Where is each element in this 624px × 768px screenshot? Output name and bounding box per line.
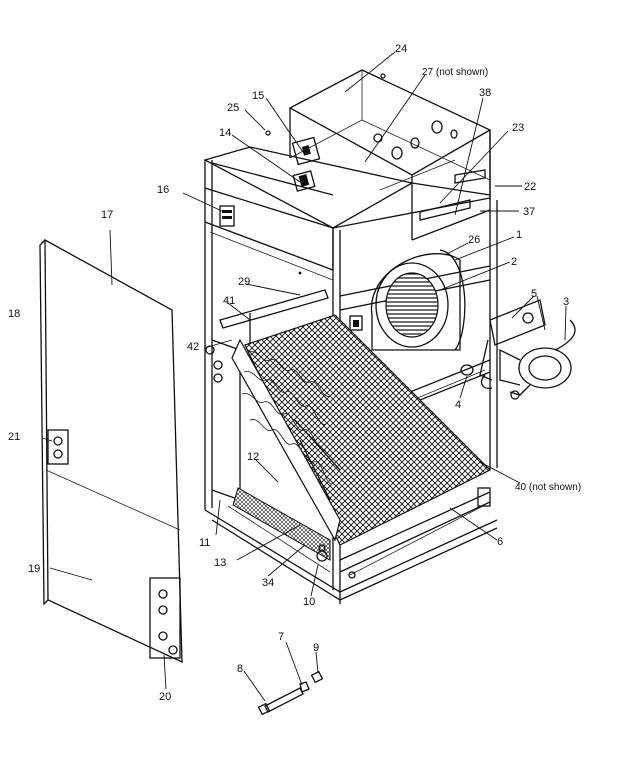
callout-38: 38 [479,87,491,99]
callout-23: 23 [512,122,524,134]
door-panel [39,238,183,664]
blower-assembly [349,249,466,351]
callout-1: 1 [516,229,522,241]
callout-37: 37 [523,206,535,218]
callout-29: 29 [238,276,250,288]
callout-16: 16 [157,184,169,196]
callout-8: 8 [237,663,243,675]
callout-12: 12 [247,451,259,463]
callout-18: 18 [8,308,20,320]
callout-24: 24 [395,43,407,55]
callout-6: 6 [497,536,503,548]
callout-17: 17 [101,209,113,221]
top-plenum-box [265,69,492,241]
callout-20: 20 [159,691,171,703]
evaporator-coil [205,289,492,579]
callout-41: 41 [223,295,235,307]
motor-assembly [460,299,576,400]
callout-10: 10 [303,596,315,608]
callout-7: 7 [278,631,284,643]
callout-26: 26 [468,234,480,246]
callout-22: 22 [524,181,536,193]
callout-19: 19 [28,563,40,575]
callout-14: 14 [219,127,231,139]
callout-27: 27 (not shown) [422,67,488,78]
loose-fasteners [257,670,324,716]
callout-9: 9 [313,642,319,654]
callout-4: 4 [455,399,461,411]
callout-2: 2 [511,256,517,268]
callout-21: 21 [8,431,20,443]
callout-11: 11 [199,537,210,549]
callout-42: 42 [187,341,199,353]
callout-13: 13 [214,557,226,569]
leader-lines [41,51,567,702]
callout-40: 40 (not shown) [515,482,581,493]
callout-3: 3 [563,296,569,308]
callout-labels: 24 27 (not shown) 38 15 25 23 14 22 16 3… [8,43,581,703]
callout-25: 25 [227,102,239,114]
callout-34: 34 [262,577,274,589]
callout-15: 15 [252,90,264,102]
callout-5: 5 [531,288,537,300]
